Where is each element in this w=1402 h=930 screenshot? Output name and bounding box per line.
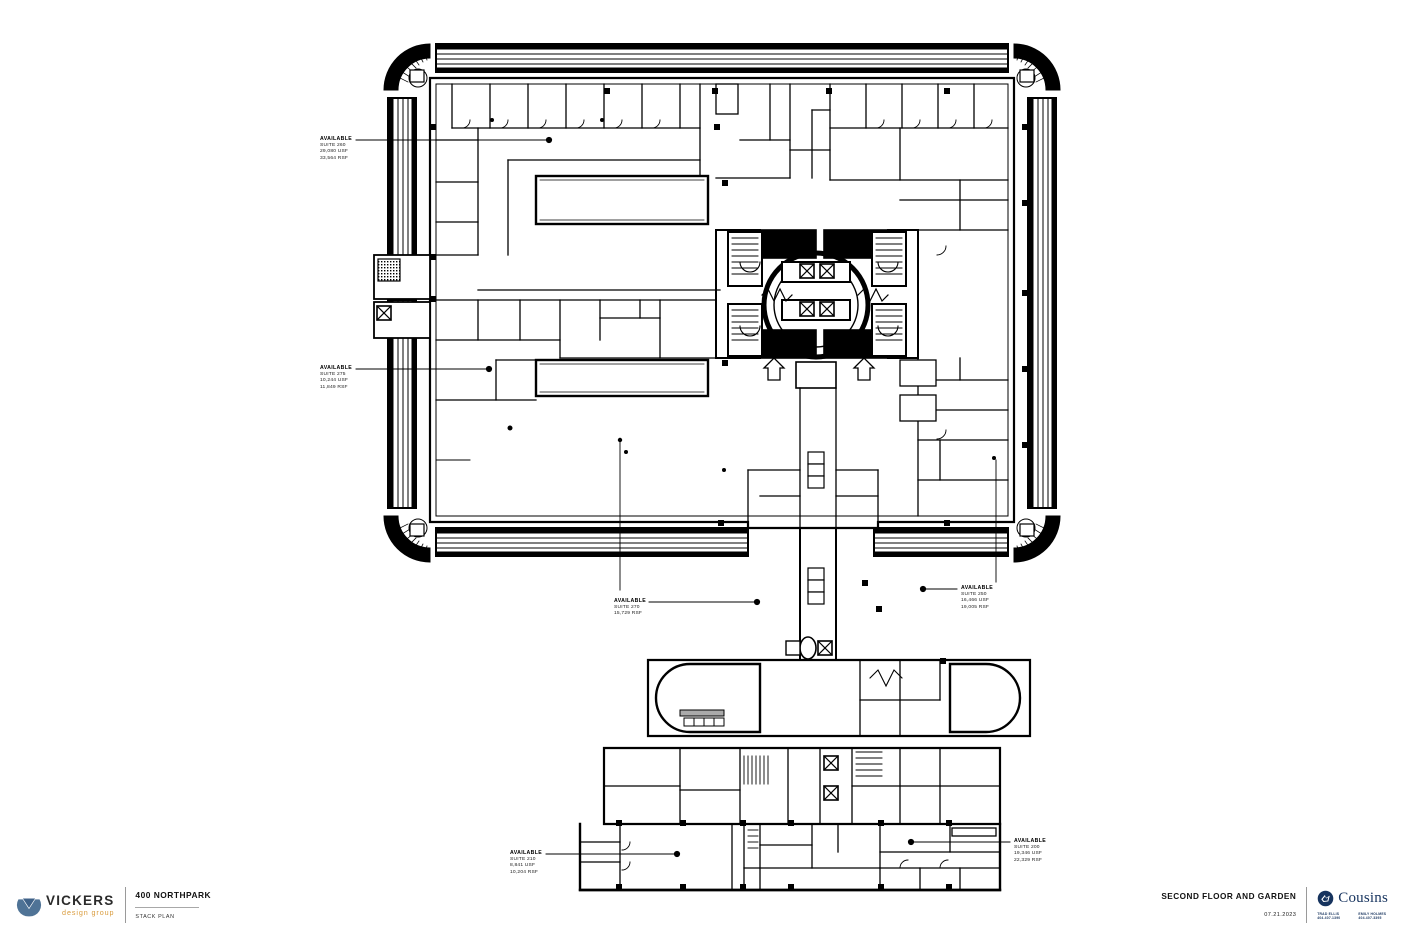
vickers-wordmark: VICKERS design group <box>46 894 114 916</box>
point-markers <box>490 118 996 472</box>
suite-number: SUITE 250 <box>961 591 987 597</box>
lower-mid-block <box>602 746 1002 826</box>
stair-core-east-lower <box>871 303 907 357</box>
curtain-wall-south-west <box>435 527 749 557</box>
available-label: AVAILABLE <box>614 598 647 604</box>
curtain-wall-south-east <box>873 527 1009 557</box>
callout-suite-270: AVAILABLE SUITE 270 15,729 RSF <box>614 598 646 618</box>
firm-tagline: design group <box>62 907 115 917</box>
suite-rsf: 19,005 RSF <box>961 604 990 610</box>
available-label: AVAILABLE <box>961 585 994 591</box>
building-corner-ne <box>1013 43 1061 91</box>
suite-rsf: 15,729 RSF <box>614 611 643 617</box>
title-block-divider-right <box>1306 887 1308 923</box>
suite-usf: 8,841 USF <box>510 863 536 869</box>
building-core <box>715 229 919 389</box>
suite-number: SUITE 200 <box>1014 844 1040 850</box>
sheet-name: STACK PLAN <box>135 914 175 920</box>
garden-level-block <box>646 658 1032 738</box>
cousins-logo-row: Cousins <box>1317 890 1388 907</box>
contact-phone: 404.407.3395 <box>1358 916 1382 920</box>
west-protrusion-upper <box>373 254 431 300</box>
suite-usf: 29,080 USF <box>320 149 349 155</box>
curtain-wall-east <box>1027 97 1057 509</box>
suite-number: SUITE 270 <box>614 604 640 610</box>
stair-core-west-lower <box>727 303 763 357</box>
contact-phone: 404.407.1390 <box>1317 916 1341 920</box>
callout-suite-250: AVAILABLE SUITE 250 16,466 USF 19,005 RS… <box>961 585 993 611</box>
available-label: AVAILABLE <box>510 850 543 856</box>
corridor-stack-boxes <box>807 451 825 605</box>
vickers-logo: VICKERS design group <box>16 892 114 918</box>
cousins-emblem-icon <box>1317 890 1334 907</box>
building-corner-nw <box>383 43 431 91</box>
building-corner-se <box>1013 515 1061 563</box>
firm-name: VICKERS <box>46 892 115 908</box>
contact-name: EMILY HOLMES <box>1358 911 1387 916</box>
contact-name: TRAD ELLIS <box>1317 911 1340 916</box>
stair-core-east <box>871 231 907 287</box>
title-block-left: VICKERS design group 400 NORTHPARK STACK… <box>16 884 211 926</box>
callout-suite-260: AVAILABLE SUITE 260 29,080 USF 33,564 RS… <box>320 136 352 162</box>
project-rule <box>135 907 200 908</box>
sheet-info: SECOND FLOOR AND GARDEN 07.21.2023 <box>1161 887 1296 923</box>
title-block-divider <box>125 887 127 923</box>
suite-rsf: 33,564 RSF <box>320 155 349 161</box>
bottom-wing <box>578 822 1002 892</box>
vickers-shield-icon <box>16 897 42 917</box>
contact-1: TRAD ELLIS 404.407.1390 <box>1317 912 1340 921</box>
south-zone-partitions <box>435 245 1009 605</box>
suite-rsf: 10,204 RSF <box>510 869 539 875</box>
cousins-contacts: TRAD ELLIS 404.407.1390 EMILY HOLMES 404… <box>1317 912 1388 921</box>
stair-core-west <box>727 231 763 287</box>
contact-2: EMILY HOLMES 404.407.3395 <box>1358 912 1386 921</box>
north-zone-partitions <box>435 83 1009 291</box>
floor-plate-outline <box>428 76 1016 530</box>
callout-leader-lines <box>355 136 1011 858</box>
available-label: AVAILABLE <box>1014 838 1047 844</box>
building-corner-sw <box>383 515 431 563</box>
cousins-wordmark: Cousins <box>1338 889 1388 906</box>
sheet-title: SECOND FLOOR AND GARDEN <box>1161 892 1297 901</box>
title-block-right: SECOND FLOOR AND GARDEN 07.21.2023 Cousi… <box>1161 884 1388 926</box>
suite-usf: 19,346 USF <box>1014 851 1043 857</box>
available-label: AVAILABLE <box>320 136 353 142</box>
sheet-date: 07.21.2023 <box>1264 912 1297 918</box>
suite-usf: 16,466 USF <box>961 598 990 604</box>
suite-number: SUITE 260 <box>320 142 346 148</box>
callout-suite-200: AVAILABLE SUITE 200 19,346 USF 22,329 RS… <box>1014 838 1046 864</box>
suite-number: SUITE 210 <box>510 856 536 862</box>
connector-corridor <box>785 527 837 661</box>
suite-usf: 10,244 USF <box>320 378 349 384</box>
curtain-wall-north <box>435 43 1009 73</box>
suite-rsf: 22,329 RSF <box>1014 857 1043 863</box>
callout-suite-275: AVAILABLE SUITE 275 10,244 USF 11,849 RS… <box>320 365 352 391</box>
cousins-logo: Cousins TRAD ELLIS 404.407.1390 EMILY HO… <box>1317 887 1388 923</box>
interior-perimeter <box>435 83 1009 517</box>
revolving-door-symbol <box>785 636 833 660</box>
suite-rsf: 11,849 RSF <box>320 384 348 390</box>
suite-number: SUITE 275 <box>320 371 346 377</box>
callout-suite-210: AVAILABLE SUITE 210 8,841 USF 10,204 RSF <box>510 850 542 876</box>
structural-columns <box>430 88 1028 890</box>
project-name: 400 NORTHPARK <box>135 890 212 900</box>
west-protrusion-lower <box>373 301 431 339</box>
project-info: 400 NORTHPARK STACK PLAN <box>135 887 211 923</box>
available-label: AVAILABLE <box>320 365 353 371</box>
